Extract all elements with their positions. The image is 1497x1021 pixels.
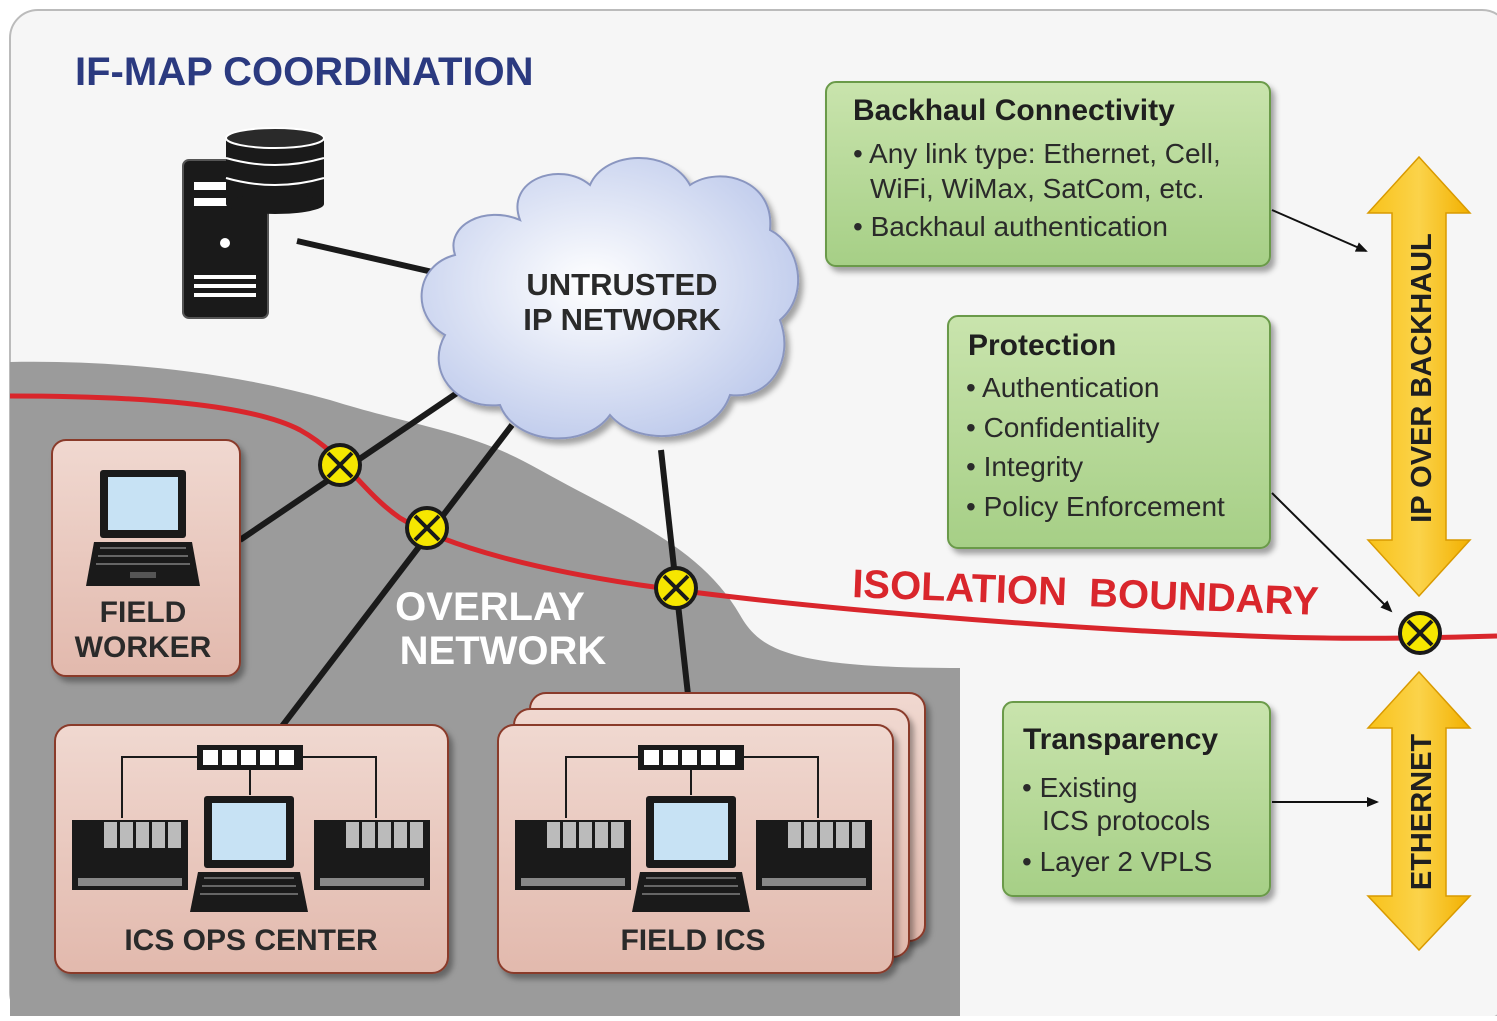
boundary-crossing-marker <box>654 566 698 610</box>
untrusted-ip-network-cloud <box>420 157 800 440</box>
ip-over-backhaul-arrow: IP OVER BACKHAUL <box>1366 155 1472 598</box>
overlay-network-label-line1: OVERLAY <box>395 585 585 629</box>
field-ics-node: FIELD ICS <box>497 692 926 974</box>
transparency-line: • Existing <box>1022 772 1138 803</box>
overlay-network-label-line2: NETWORK <box>400 629 607 673</box>
laptop-icon <box>632 796 750 912</box>
cloud-label-line2: IP NETWORK <box>523 302 721 337</box>
diagram-title: IF-MAP COORDINATION <box>75 50 534 94</box>
backhaul-line: • Backhaul authentication <box>853 211 1168 242</box>
boundary-crossing-marker <box>318 443 362 487</box>
boundary-crossing-marker <box>1398 611 1442 655</box>
ip-over-backhaul-label: IP OVER BACKHAUL <box>1406 233 1438 523</box>
plc-rack-icon <box>515 820 631 890</box>
plc-rack-icon <box>756 820 872 890</box>
protection-box: Protection • Authentication • Confidenti… <box>947 315 1271 549</box>
ethernet-arrow: ETHERNET <box>1366 670 1472 952</box>
field-worker-node: FIELD WORKER <box>51 439 241 677</box>
field-ics-label: FIELD ICS <box>620 924 765 957</box>
transparency-line: • Layer 2 VPLS <box>1022 846 1212 877</box>
ics-ops-center-node: ICS OPS CENTER <box>54 724 449 974</box>
laptop-icon <box>86 470 200 586</box>
transparency-heading: Transparency <box>1023 723 1218 756</box>
protection-line: • Confidentiality <box>966 412 1159 443</box>
ethernet-label: ETHERNET <box>1406 734 1438 891</box>
database-server-icon <box>182 127 325 319</box>
network-switch-icon <box>197 745 303 770</box>
backhaul-connectivity-box: Backhaul Connectivity • Any link type: E… <box>825 81 1271 267</box>
ics-ops-center-label: ICS OPS CENTER <box>124 924 378 957</box>
laptop-icon <box>190 796 308 912</box>
cloud-label-line1: UNTRUSTED <box>526 267 717 302</box>
box-connector-arrows <box>1271 209 1393 807</box>
protection-line: • Integrity <box>966 451 1083 482</box>
protection-heading: Protection <box>968 329 1116 362</box>
protection-line: • Authentication <box>966 372 1160 403</box>
boundary-crossing-marker <box>405 506 449 550</box>
plc-rack-icon <box>314 820 430 890</box>
protection-line: • Policy Enforcement <box>966 491 1225 522</box>
isolation-boundary-line <box>9 393 1497 641</box>
network-switch-icon <box>638 745 744 770</box>
transparency-line: ICS protocols <box>1042 805 1210 836</box>
backhaul-line: • Any link type: Ethernet, Cell, <box>853 138 1221 169</box>
field-worker-label-line1: FIELD <box>100 596 187 629</box>
transparency-box: Transparency • Existing ICS protocols • … <box>1002 701 1271 897</box>
field-worker-label-line2: WORKER <box>75 631 212 664</box>
plc-rack-icon <box>72 820 188 890</box>
backhaul-heading: Backhaul Connectivity <box>853 94 1175 127</box>
backhaul-line: WiFi, WiMax, SatCom, etc. <box>870 173 1204 204</box>
